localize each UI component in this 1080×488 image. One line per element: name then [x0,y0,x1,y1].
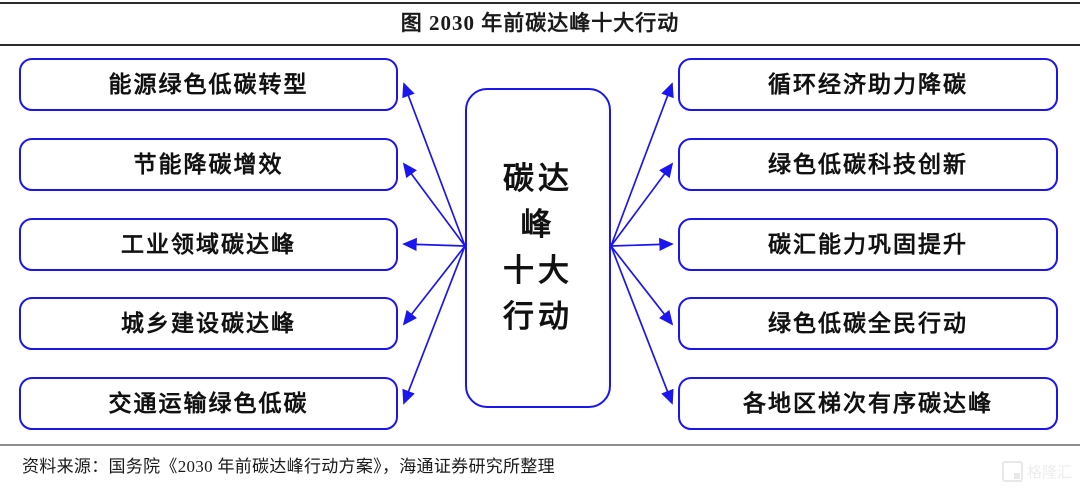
title-divider-rule [0,44,1080,46]
figure-top-rule [0,2,1080,4]
left-node-5-label: 交通运输绿色低碳 [108,390,309,416]
watermark-logo-icon [1001,461,1023,482]
arrow-center-to-right-2 [610,162,674,247]
arrow-center-to-right-3 [610,237,674,252]
source-note: 资料来源：国务院《2030 年前碳达峰行动方案》，海通证券研究所整理 [22,457,555,476]
right-node-1[interactable]: 循环经济助力降碳 [678,58,1058,111]
left-node-3[interactable]: 工业领域碳达峰 [19,218,398,271]
left-node-4-label: 城乡建设碳达峰 [121,310,296,336]
left-node-1[interactable]: 能源绿色低碳转型 [19,58,398,111]
right-node-4[interactable]: 绿色低碳全民行动 [678,297,1058,350]
diagram-canvas: 碳达 峰 十大 行动 能源绿色低碳转型 节能降碳增效 工业领域碳达峰 城乡建设碳… [0,46,1080,444]
right-node-5[interactable]: 各地区梯次有序碳达峰 [678,377,1058,430]
center-node-line-2: 峰 [520,207,556,242]
right-node-4-label: 绿色低碳全民行动 [768,310,968,336]
right-node-2[interactable]: 绿色低碳科技创新 [678,138,1058,191]
center-node[interactable]: 碳达 峰 十大 行动 [465,88,611,408]
right-node-1-label: 循环经济助力降碳 [768,71,968,97]
left-node-4[interactable]: 城乡建设碳达峰 [19,297,398,350]
right-node-5-label: 各地区梯次有序碳达峰 [743,390,993,416]
center-node-line-1: 碳达 [503,161,573,196]
figure-title: 图 2030 年前碳达峰十大行动 [400,11,680,35]
footer-divider-rule [0,444,1080,446]
arrow-center-to-left-5 [402,245,466,405]
arrow-center-to-right-5 [610,245,674,405]
left-node-5[interactable]: 交通运输绿色低碳 [19,377,398,430]
arrow-center-to-left-1 [402,82,466,247]
right-node-3[interactable]: 碳汇能力巩固提升 [678,218,1058,271]
arrow-center-to-left-3 [402,237,466,252]
arrow-center-to-right-4 [610,245,674,326]
right-node-2-label: 绿色低碳科技创新 [768,151,968,177]
left-node-3-label: 工业领域碳达峰 [121,231,296,257]
center-node-line-3: 十大 [503,253,573,288]
left-node-1-label: 能源绿色低碳转型 [108,71,309,97]
arrow-center-to-right-1 [610,82,674,247]
watermark-label: 格隆汇 [1026,464,1072,481]
arrow-center-to-left-4 [402,245,466,326]
left-node-2[interactable]: 节能降碳增效 [19,138,398,191]
left-node-2-label: 节能降碳增效 [133,151,284,177]
arrow-center-to-left-2 [402,162,466,247]
center-node-line-4: 行动 [503,299,573,334]
right-node-3-label: 碳汇能力巩固提升 [768,231,968,257]
watermark: 格隆汇 [1001,461,1072,482]
